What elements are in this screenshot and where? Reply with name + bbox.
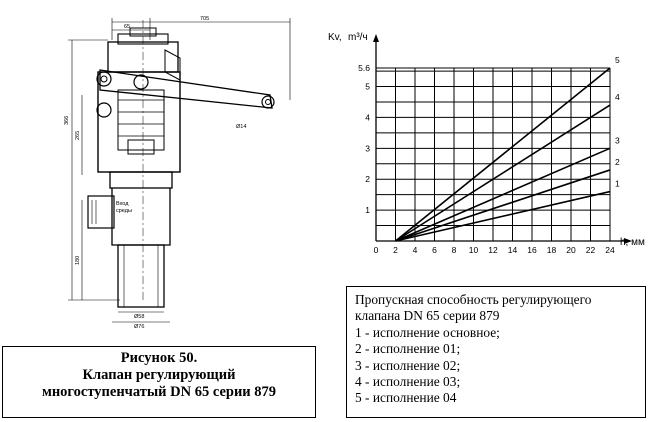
legend-item-5: 5 - исполнение 04	[355, 390, 457, 406]
series-line-4	[395, 104, 611, 242]
caption-line-3: многоступенчатый DN 65 серии 879	[41, 384, 277, 400]
caption-line-1: Рисунок 50.	[120, 350, 198, 366]
series-label-5: 5	[615, 55, 620, 65]
dim-705: 705	[200, 16, 209, 22]
series-label-1: 1	[615, 179, 620, 189]
x-tick-label-14: 14	[508, 245, 518, 255]
x-tick-label-8: 8	[452, 245, 457, 255]
legend-item-1: 1 - исполнение основное;	[355, 324, 500, 340]
y-tick-label-1: 1	[365, 205, 370, 215]
series-line-1	[395, 190, 611, 242]
x-tick-label-2: 2	[393, 245, 398, 255]
series-line-3	[395, 147, 611, 242]
x-tick-label-6: 6	[432, 245, 437, 255]
y-axis-label-right: m³/ч	[348, 32, 368, 43]
dim-d76: Ø76	[134, 324, 144, 330]
chart-axes	[373, 34, 632, 244]
x-tick-label-12: 12	[488, 245, 498, 255]
y-axis-label-left: Kv,	[328, 32, 342, 43]
legend-box: Пропускная способность регулирующего кла…	[346, 286, 646, 418]
legend-item-2: 2 - исполнение 01;	[355, 341, 461, 357]
x-tick-label-4: 4	[413, 245, 418, 255]
x-tick-label-24: 24	[605, 245, 615, 255]
dim-d14: Ø14	[236, 124, 246, 130]
y-axis-arrow	[373, 34, 379, 42]
dim-180: 180	[75, 256, 81, 265]
legend-item-4: 4 - исполнение 03;	[355, 374, 461, 390]
x-tick-label-10: 10	[469, 245, 479, 255]
series-label-4: 4	[615, 92, 620, 102]
dim-d58: Ø58	[134, 314, 144, 320]
x-tick-label-22: 22	[586, 245, 596, 255]
x-tick-label-16: 16	[527, 245, 537, 255]
x-tick-label-20: 20	[566, 245, 576, 255]
x-tick-label-0: 0	[374, 245, 379, 255]
y-tick-label-4: 4	[365, 112, 370, 122]
y-tick-label-2: 2	[365, 174, 370, 184]
y-tick-label-5.6: 5.6	[358, 63, 370, 73]
chart-grid	[376, 67, 611, 241]
y-tick-label-5: 5	[365, 82, 370, 92]
series-label-3: 3	[615, 135, 620, 145]
x-axis-arrow	[624, 238, 632, 244]
legend-item-3: 3 - исполнение 02;	[355, 357, 461, 373]
caption-line-2: Клапан регулирующий	[82, 367, 236, 383]
series-line-2	[395, 169, 611, 242]
dim-265: 265	[75, 131, 81, 140]
series-label-2: 2	[615, 157, 620, 167]
chart-series	[394, 67, 611, 242]
x-tick-label-18: 18	[547, 245, 557, 255]
valve-technical-drawing: 65 705 366 265 180 Ø14 Ø58 Ø76 Вход сред…	[64, 16, 291, 330]
y-tick-label-3: 3	[365, 143, 370, 153]
inlet-label-line2: среды	[116, 208, 132, 214]
dim-65: 65	[124, 24, 130, 30]
inlet-label-line1: Вход	[116, 201, 129, 207]
legend-title-line-2: клапана DN 65 серии 879	[355, 308, 500, 324]
dim-366: 366	[64, 116, 70, 125]
figure-caption: Рисунок 50. Клапан регулирующий многосту…	[2, 346, 316, 418]
legend-title-line-1: Пропускная способность регулирующего	[355, 292, 592, 307]
series-line-5	[394, 67, 611, 242]
x-axis-label: h, мм	[620, 237, 645, 248]
